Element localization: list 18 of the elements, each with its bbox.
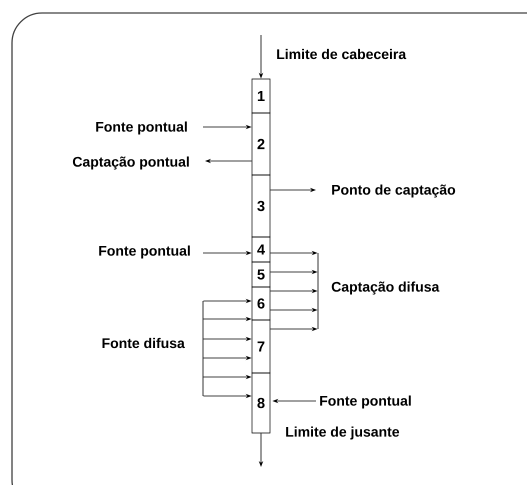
text-label: Fonte pontual <box>320 395 411 409</box>
segment-box: 2 <box>252 112 270 176</box>
text-label: Fonte pontual <box>96 121 187 135</box>
text-label: Ponto de captação <box>332 184 456 198</box>
boundary-label: Limite de jusante <box>286 426 400 440</box>
segment-box: 7 <box>252 320 270 374</box>
text-label: Captação pontual <box>72 156 189 170</box>
segment-box: 1 <box>252 78 270 114</box>
text-label: Fonte difusa <box>102 338 185 348</box>
segment-box: 4 <box>252 236 270 262</box>
bracket-line <box>202 300 204 396</box>
segment-box: 6 <box>252 286 270 320</box>
text-label: Fonte pontual <box>99 245 190 259</box>
segment-box: 5 <box>252 262 270 288</box>
segment-box: 3 <box>252 174 270 238</box>
text-label: Captação difusa <box>332 281 440 295</box>
boundary-label: Limite de cabeceira <box>277 48 406 60</box>
segment-box: 8 <box>252 372 270 434</box>
